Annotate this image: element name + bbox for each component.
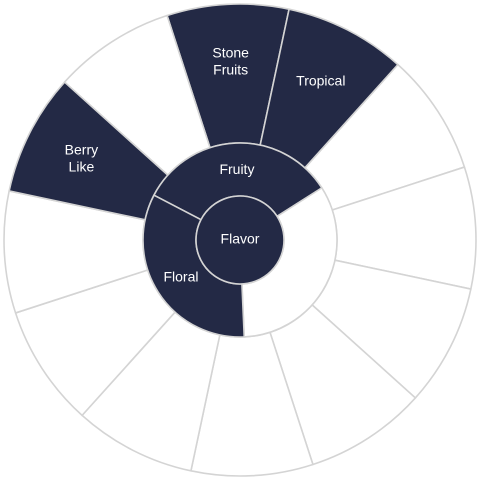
center-circle[interactable]	[195, 195, 285, 285]
center-hub[interactable]: Flavor	[195, 195, 285, 285]
